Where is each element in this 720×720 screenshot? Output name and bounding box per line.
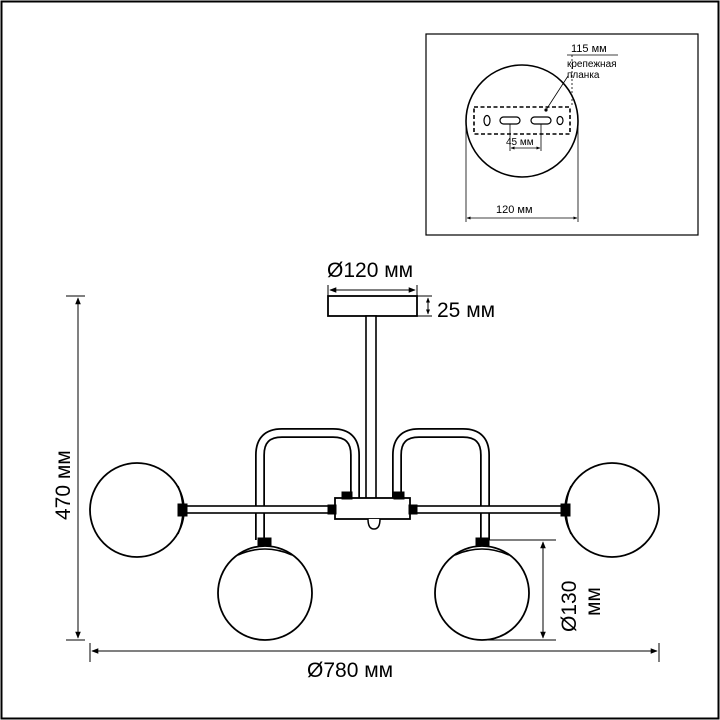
globe-shade-far-left — [89, 462, 185, 558]
canopy-height-label: 25 мм — [437, 299, 495, 322]
globe-shade-inner-right — [434, 545, 530, 641]
slot-hole-end — [556, 115, 564, 126]
stem — [365, 315, 377, 501]
dimension-lines — [66, 285, 660, 662]
total-width-label: Ø780 мм — [307, 659, 393, 682]
left-upper-arm — [255, 428, 360, 540]
bracket-label-line2: планка — [567, 70, 600, 81]
hub-finial — [367, 518, 381, 530]
bracket-label-line1: крепежная — [567, 59, 617, 70]
canopy — [327, 295, 418, 317]
center-hub — [334, 497, 411, 520]
screw-hole-center — [483, 114, 491, 127]
plate-length-label: 115 мм — [571, 43, 607, 55]
canopy-width-label: 120 мм — [496, 204, 533, 216]
hole-spacing-label: 45 мм — [506, 137, 534, 148]
mounting-detail-inset: 115 мм крепежная планка 45 мм 120 мм — [425, 33, 699, 236]
canopy-top-view — [465, 64, 579, 178]
canopy-diameter-label: Ø120 мм — [327, 259, 413, 282]
right-horizontal-bar — [408, 505, 563, 514]
left-horizontal-bar — [184, 505, 338, 514]
shade-diameter-label: Ø130 — [558, 581, 581, 632]
right-upper-arm — [392, 428, 490, 540]
chandelier-front-view — [89, 295, 660, 641]
total-height-label: 470 мм — [52, 450, 75, 520]
mounting-bracket — [473, 106, 571, 135]
globe-shade-far-right — [564, 462, 660, 558]
globe-shade-inner-left — [217, 545, 313, 641]
shade-diameter-unit: мм — [582, 587, 605, 616]
